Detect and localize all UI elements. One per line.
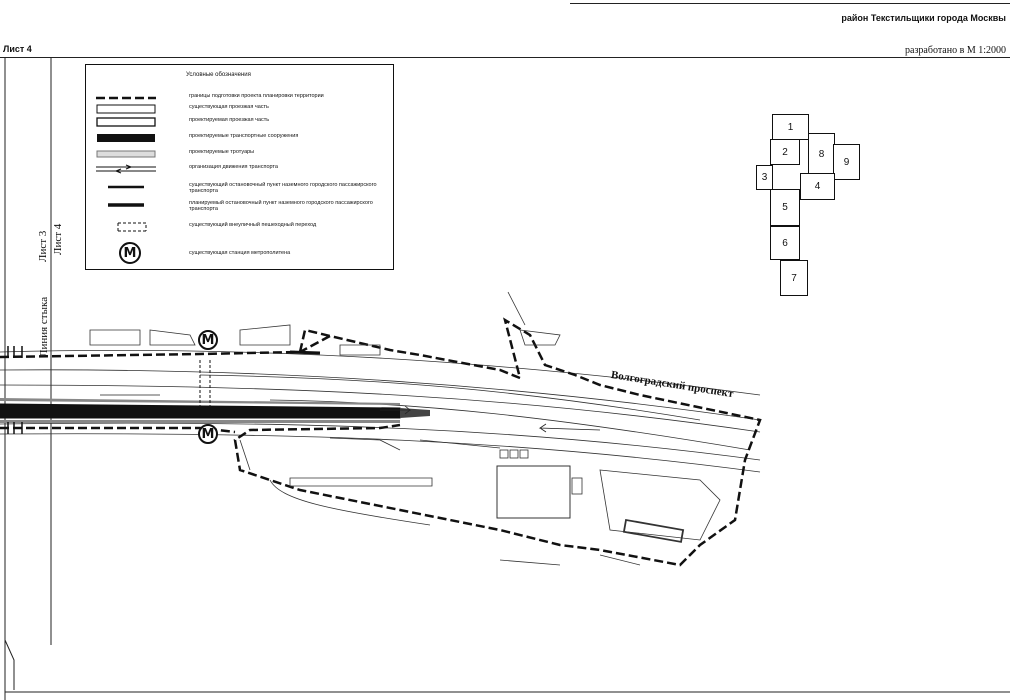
legend-item-existing-roadway: существующая проезжая часть xyxy=(86,102,386,116)
junction-sheet-3: Лист 3 xyxy=(37,230,49,262)
legend-item-transport-structures: проектируемые транспортные сооружения xyxy=(86,131,386,145)
sheet-index-1[interactable]: 1 xyxy=(772,114,809,140)
planned-roadway-icon xyxy=(96,117,156,127)
legend: Условные обозначения границы подготовки … xyxy=(85,64,394,270)
scale-note: разработано в М 1:2000 xyxy=(905,45,1006,56)
header-rule xyxy=(0,57,1010,58)
sheet-label: Лист 4 xyxy=(3,44,32,54)
traffic-direction-icon xyxy=(96,164,156,174)
existing-roadway-icon xyxy=(96,104,156,114)
planned-stop-icon xyxy=(108,203,144,207)
legend-item-planned-roadway: проектируемая проезжая часть xyxy=(86,115,386,129)
sheet-index-2[interactable]: 2 xyxy=(770,139,800,165)
legend-item-existing-stop: существующий остановочный пункт наземног… xyxy=(86,180,386,194)
sheet-index-4[interactable]: 4 xyxy=(800,173,835,200)
buildings xyxy=(89,291,721,566)
sheet-index-8[interactable]: 8 xyxy=(808,133,835,175)
legend-item-sidewalks: проектируемые тротуары xyxy=(86,147,386,161)
district-title: район Текстильщики города Москвы xyxy=(841,13,1006,23)
pedestrian-crossing-icon xyxy=(117,222,147,232)
transport-structure-icon xyxy=(97,134,155,142)
planning-boundary xyxy=(0,317,762,567)
legend-item-boundary: границы подготовки проекта планировки те… xyxy=(86,91,386,105)
sheet-index-5[interactable]: 5 xyxy=(770,189,800,226)
legend-title: Условные обозначения xyxy=(186,72,251,78)
sidewalk-icon xyxy=(96,150,156,158)
sheet-index-7[interactable]: 7 xyxy=(780,260,808,296)
existing-stop-icon xyxy=(108,185,144,189)
sheet-index-3[interactable]: 3 xyxy=(756,165,773,190)
junction-line-label: Линия стыка xyxy=(38,296,50,357)
legend-item-traffic: организация движения транспорта xyxy=(86,162,386,176)
top-rule xyxy=(570,3,1010,4)
junction-sheet-4: Лист 4 xyxy=(52,223,64,255)
metro-station-icon: М xyxy=(198,330,218,350)
traffic-arrows xyxy=(100,394,601,433)
road-lines xyxy=(0,349,761,473)
legend-item-pedestrian-crossing: существующий внеуличный пешеходный перех… xyxy=(86,220,386,234)
sheet-index-6[interactable]: 6 xyxy=(770,226,800,260)
dashed-boundary-icon xyxy=(96,96,156,100)
legend-item-metro: М существующая станция метрополитена xyxy=(86,242,386,264)
sheet-index-9[interactable]: 9 xyxy=(833,144,860,180)
metro-legend-icon: М xyxy=(119,242,141,264)
legend-item-planned-stop: планируемый остановочный пункт наземного… xyxy=(86,198,386,212)
edge-markers xyxy=(7,346,211,434)
metro-station-icon: М xyxy=(198,424,218,444)
